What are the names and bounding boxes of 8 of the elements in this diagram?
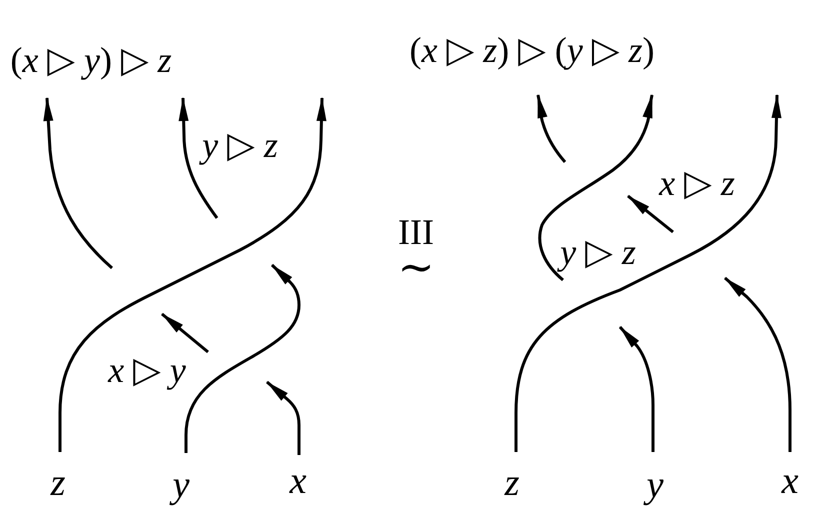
strand-label: z bbox=[50, 464, 66, 502]
arc-label: (x ▷ z) ▷ (y ▷ z) bbox=[409, 32, 655, 68]
strand-label: z bbox=[504, 464, 520, 502]
arc-label: (x ▷ y) ▷ z bbox=[10, 42, 172, 78]
arc-label: x ▷ y bbox=[108, 352, 186, 388]
strand-label: x bbox=[782, 462, 798, 500]
arc-label: x ▷ z bbox=[659, 165, 735, 201]
strand-label: x bbox=[290, 462, 306, 500]
